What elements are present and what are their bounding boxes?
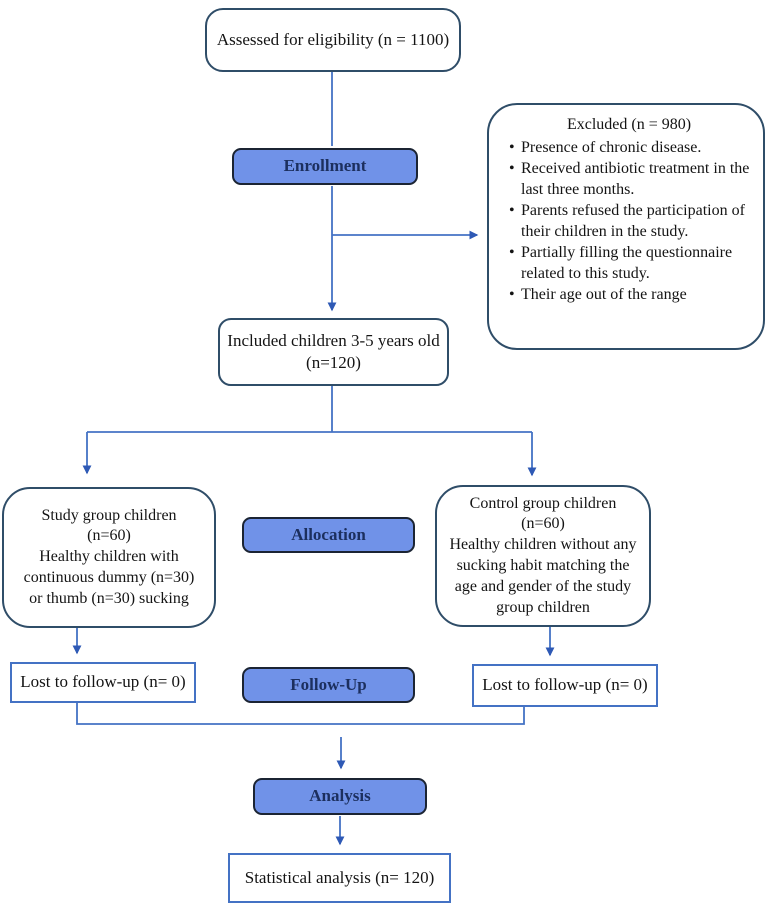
study-group-box: Study group children (n=60) Healthy chil… <box>2 487 216 628</box>
allocation-banner: Allocation <box>242 517 415 553</box>
excluded-reason: Presence of chronic disease. <box>507 138 751 159</box>
lost-followup-right-text: Lost to follow-up (n= 0) <box>482 675 648 695</box>
included-children-line2: (n=120) <box>306 353 361 372</box>
assessed-eligibility-text: Assessed for eligibility (n = 1100) <box>216 29 450 49</box>
excluded-reason: Parents refused the participation of the… <box>507 201 751 243</box>
control-group-line: age and gender of the study <box>454 577 632 595</box>
study-group-line: or thumb (n=30) sucking <box>29 589 189 607</box>
excluded-reasons-list: Presence of chronic disease. Received an… <box>507 138 751 306</box>
assessed-eligibility-box: Assessed for eligibility (n = 1100) <box>205 8 461 72</box>
included-children-line1: Included children 3-5 years old <box>227 330 440 350</box>
study-group-line: (n=60) <box>87 527 131 545</box>
study-group-line: Study group children <box>41 506 177 524</box>
enrollment-banner: Enrollment <box>232 148 418 185</box>
lost-followup-right-box: Lost to follow-up (n= 0) <box>472 664 658 707</box>
control-group-line: Healthy children without any <box>449 536 637 554</box>
control-group-line: group children <box>496 598 590 616</box>
excluded-reason: Their age out of the range <box>507 285 751 306</box>
analysis-banner: Analysis <box>253 778 427 815</box>
lost-followup-left-box: Lost to follow-up (n= 0) <box>10 662 196 703</box>
analysis-label: Analysis <box>309 786 371 806</box>
statistical-analysis-text: Statistical analysis (n= 120) <box>244 867 435 887</box>
allocation-label: Allocation <box>291 524 366 544</box>
excluded-title: Excluded (n = 980) <box>566 116 692 133</box>
control-group-line: (n=60) <box>521 515 565 533</box>
control-group-box: Control group children (n=60) Healthy ch… <box>435 485 651 627</box>
study-group-line: continuous dummy (n=30) <box>23 568 195 586</box>
followup-label: Follow-Up <box>290 674 367 694</box>
statistical-analysis-box: Statistical analysis (n= 120) <box>228 853 451 903</box>
control-group-line: sucking habit matching the <box>456 557 630 574</box>
included-children-box: Included children 3-5 years old (n=120) <box>218 318 449 386</box>
study-group-line: Healthy children with <box>39 548 179 566</box>
excluded-reason: Partially filling the questionnaire rela… <box>507 243 751 285</box>
connector-merge <box>76 703 525 725</box>
lost-followup-left-text: Lost to follow-up (n= 0) <box>20 672 186 692</box>
followup-banner: Follow-Up <box>242 667 415 703</box>
excluded-box: Excluded (n = 980) Presence of chronic d… <box>487 103 765 350</box>
control-group-line: Control group children <box>469 494 617 512</box>
enrollment-label: Enrollment <box>283 156 367 176</box>
excluded-reason: Received antibiotic treatment in the las… <box>507 159 751 201</box>
